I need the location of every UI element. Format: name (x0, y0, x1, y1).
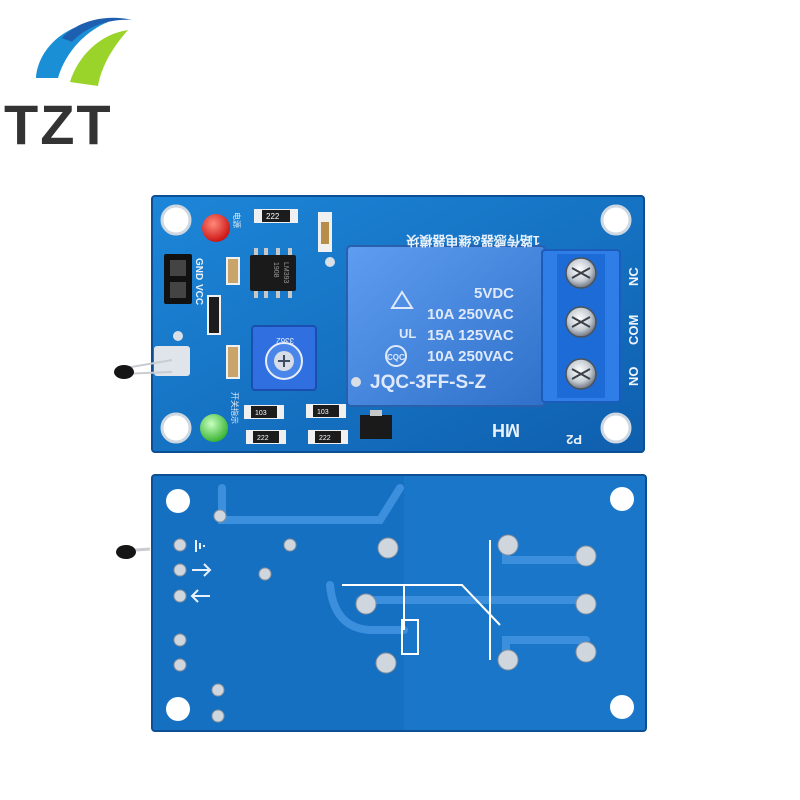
screw (565, 306, 597, 338)
thermistor-probe (116, 545, 151, 559)
smd-resistor: 222 (254, 209, 298, 223)
label-gnd: GND (193, 258, 204, 280)
screw (565, 358, 597, 390)
ic-marking-2: 1908 (272, 262, 279, 278)
silkscreen-mh: MH (492, 420, 520, 440)
relay-spec-line-2: 10A 250VAC (427, 306, 514, 323)
smd-resistor: 222 (308, 430, 348, 444)
pin-header (164, 254, 192, 304)
smd-resistor: 103 (306, 404, 346, 418)
diode (318, 212, 332, 252)
svg-text:103: 103 (255, 410, 267, 417)
svg-text:222: 222 (266, 212, 280, 221)
mounting-hole (160, 204, 632, 444)
screw (565, 257, 597, 289)
silkscreen-p2: P2 (566, 432, 582, 447)
pcb-bottom (116, 474, 647, 732)
svg-text:222: 222 (257, 435, 269, 442)
silkscreen-title: 1路传感器&继电器模块 (405, 233, 540, 248)
smd-resistor-vertical (207, 295, 221, 335)
tzt-logo-text: TZT (4, 93, 113, 156)
terminal-label-nc: NC (626, 267, 641, 286)
smd-capacitor (226, 257, 240, 379)
cert-ul: UL (399, 326, 416, 341)
label-power-led: 电源 (232, 212, 242, 228)
transistor (360, 410, 392, 439)
smd-resistor: 222 (246, 430, 286, 444)
cert-cqc: CQC (387, 353, 405, 362)
screw-terminal (541, 249, 621, 403)
smd-resistor: 103 (244, 405, 284, 419)
svg-text:103: 103 (317, 409, 329, 416)
relay-spec-line-4: 10A 250VAC (427, 348, 514, 365)
via-pad (173, 257, 361, 387)
comparator-ic: LM393 1908 (250, 248, 296, 298)
terminal-label-no: NO (626, 367, 641, 387)
switch-led (200, 414, 228, 442)
relay: UL CQC 5VDC 10A 250VAC 15A 125VAC 10A 25… (346, 245, 546, 407)
power-led (202, 214, 230, 242)
relay-spec-line-3: 15A 125VAC (427, 327, 514, 344)
relay-spec-line-1: 5VDC (474, 285, 514, 302)
relay-model: JQC-3FF-S-Z (370, 372, 487, 393)
potentiometer: 3362 (251, 325, 317, 391)
ic-marking-1: LM393 (282, 262, 289, 284)
solder-pad (173, 509, 597, 723)
tzt-logo-mark (36, 17, 132, 86)
pot-marking: 3362 (276, 336, 294, 345)
thermistor-probe (114, 346, 190, 379)
label-vcc: VCC (193, 284, 204, 305)
label-switch-led: 开关指示 (230, 392, 240, 424)
terminal-label-com: COM (626, 315, 641, 345)
svg-text:222: 222 (319, 435, 331, 442)
mounting-hole (166, 487, 634, 721)
